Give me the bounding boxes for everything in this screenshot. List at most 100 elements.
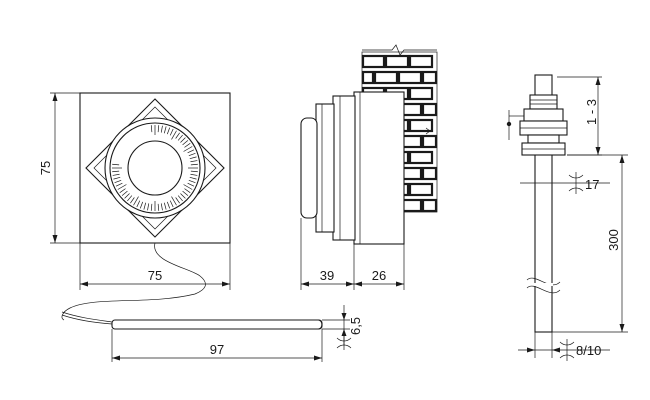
side-collar xyxy=(315,103,335,233)
dial-tick xyxy=(115,182,123,187)
dial-tick xyxy=(112,170,120,173)
dim-shaft-length-label: 300 xyxy=(606,229,621,251)
dim-front-width-label: 75 xyxy=(148,268,162,283)
side-knob xyxy=(300,117,318,219)
dial-tick xyxy=(180,193,186,199)
side-body xyxy=(353,91,405,245)
dial-tick xyxy=(163,126,167,134)
brick xyxy=(408,86,434,101)
dial-tick xyxy=(147,203,150,211)
dial-tick xyxy=(121,190,128,196)
brick xyxy=(408,182,434,197)
dial-outer-ring xyxy=(104,117,206,219)
dial-tick xyxy=(190,160,198,163)
dim-nut-size: 17 xyxy=(520,172,610,194)
brick xyxy=(421,166,438,181)
dial-tick xyxy=(124,193,130,199)
dial-tick xyxy=(180,137,186,143)
brick xyxy=(361,54,386,69)
dial-tick-marks xyxy=(112,125,198,211)
probe-body xyxy=(111,319,323,330)
brick xyxy=(421,70,438,85)
fitting-lower-nut xyxy=(527,134,560,144)
dim-side-depth-b-label: 26 xyxy=(372,268,386,283)
dim-shaft-diameter: 8/10 xyxy=(518,332,610,361)
fitting-upper-nut xyxy=(523,108,564,122)
dial-tick xyxy=(183,184,193,190)
dial-tick xyxy=(150,203,153,211)
dial-tick xyxy=(113,176,121,180)
fitting-view xyxy=(506,74,568,333)
dial-tick xyxy=(184,188,191,193)
dim-thread-range-label: 1 - 3 xyxy=(584,99,599,125)
dial-tick xyxy=(190,170,198,173)
dial-tick xyxy=(166,201,171,209)
wall-break-mark xyxy=(362,44,437,56)
dial-tick xyxy=(166,127,171,135)
dial-tick xyxy=(127,195,133,202)
dial-tick xyxy=(112,173,120,176)
dial-tick xyxy=(112,163,120,166)
dim-probe-diameter: 6,5 xyxy=(322,305,363,350)
shaft-break-mark xyxy=(526,277,561,286)
dial-tick xyxy=(183,146,193,152)
dial-tick xyxy=(139,201,144,209)
probe-cable xyxy=(61,311,113,323)
dial-tick xyxy=(188,179,196,184)
dim-nut-size-label: 17 xyxy=(585,177,599,192)
dial-tick xyxy=(175,197,180,204)
brick xyxy=(361,70,375,85)
dial-tick xyxy=(117,184,127,190)
dial-tick xyxy=(184,143,191,148)
brick xyxy=(408,54,434,69)
brick xyxy=(384,54,410,69)
front-diamond-bezel xyxy=(85,98,225,238)
brick xyxy=(397,70,423,85)
brick xyxy=(408,118,434,133)
diameter-symbol-icon xyxy=(336,336,352,350)
dial-tick xyxy=(136,200,141,208)
dial-tick xyxy=(114,179,122,184)
dial-tick xyxy=(189,156,197,160)
front-cable xyxy=(61,242,206,321)
dial-tick xyxy=(182,190,189,196)
dial-tick xyxy=(157,125,160,133)
dim-front-height: 75 xyxy=(38,92,80,244)
dial-tick xyxy=(163,202,167,210)
brick xyxy=(373,70,399,85)
dial-tick xyxy=(182,140,189,146)
dial-tick xyxy=(160,203,163,211)
dial-tick xyxy=(175,132,180,139)
dim-shaft-diameter-label: 8/10 xyxy=(576,343,601,358)
dim-shaft-length: 300 xyxy=(552,154,628,333)
dial-tick xyxy=(160,125,163,133)
brick xyxy=(421,102,438,117)
dial-tick xyxy=(169,128,174,136)
brick xyxy=(421,198,438,213)
dial-tick xyxy=(188,152,196,157)
side-view xyxy=(300,44,438,245)
brick xyxy=(421,134,438,149)
dial-tick xyxy=(177,134,183,141)
dim-probe-length-label: 97 xyxy=(210,342,224,357)
dial-ring-2 xyxy=(109,122,201,214)
dial-tick xyxy=(143,202,147,210)
dial-tick xyxy=(157,203,160,211)
dim-probe-diameter-label: 6,5 xyxy=(348,317,363,335)
nut-diameter-symbol-icon xyxy=(568,172,584,194)
dial-tick xyxy=(150,125,153,133)
dial-tick xyxy=(187,149,195,154)
dial-tick xyxy=(171,196,177,206)
dim-front-width: 75 xyxy=(79,243,231,290)
dial-tick xyxy=(171,130,177,140)
dial-tick xyxy=(190,173,198,176)
shaft-thread xyxy=(529,94,558,110)
brick xyxy=(408,150,434,165)
dial-tick xyxy=(133,196,139,206)
dial-tick xyxy=(190,163,198,166)
dim-thread-range: 1 - 3 xyxy=(557,76,602,156)
dim-side-depth-a-label: 39 xyxy=(320,268,334,283)
dial-tick xyxy=(189,176,197,180)
dial-tick xyxy=(130,197,135,204)
